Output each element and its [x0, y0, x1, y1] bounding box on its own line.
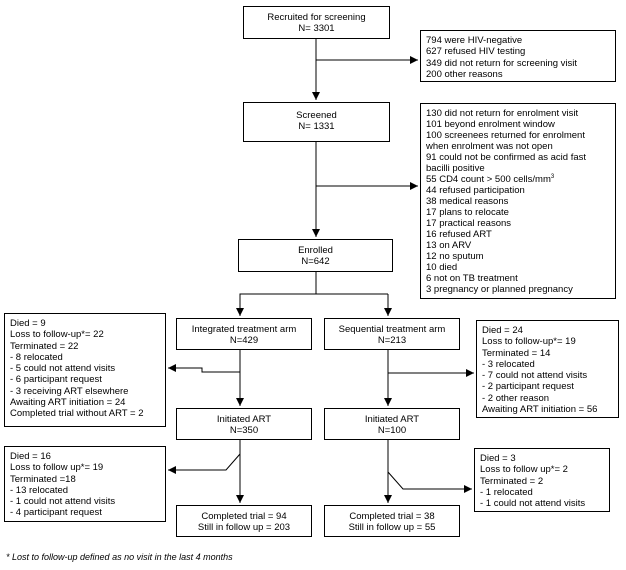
outcome-item: Loss to follow up*= 2 [480, 464, 568, 476]
sequential-arm-count: N=213 [377, 335, 407, 347]
sequential-pre-art-outcomes-box: Died = 24 Loss to follow-up*= 19 Termina… [476, 320, 619, 418]
recruited-box: Recruited for screening N= 3301 [243, 6, 390, 39]
screened-count: N= 1331 [298, 121, 335, 133]
arrow-sequential-post-art [387, 471, 472, 493]
exclusion-item: 13 on ARV [426, 240, 472, 251]
outcome-item: - 1 could not attend visits [10, 496, 116, 508]
outcome-item: - 1 relocated [480, 486, 533, 498]
recruited-label: Recruited for screening [267, 12, 366, 23]
exclusion-item: 44 refused participation [426, 185, 525, 196]
outcome-item: Awaiting ART initiation = 24 [10, 397, 126, 409]
outcome-item: Died = 24 [482, 325, 523, 336]
exclusion-item: 91 could not be confirmed as acid fast [426, 152, 587, 163]
outcome-item: - 6 participant request [10, 374, 102, 386]
sequential-art-box: Initiated ART N=100 [324, 408, 460, 440]
outcome-item: Awaiting ART initiation = 56 [482, 404, 598, 416]
exclusion-item: 6 not on TB treatment [426, 273, 518, 284]
outcome-item: Died = 16 [10, 451, 51, 462]
arrow-integrated-pre-art [168, 364, 240, 373]
sequential-final-box: Completed trial = 38 Still in follow up … [324, 505, 460, 537]
integrated-final-box: Completed trial = 94 Still in follow up … [176, 505, 312, 537]
sequential-completed: Completed trial = 38 [349, 511, 435, 522]
outcome-item: Died = 9 [10, 318, 46, 329]
outcome-item: Completed trial without ART = 2 [10, 408, 144, 420]
exclusion-item: 38 medical reasons [426, 196, 509, 207]
outcome-item: - 3 receiving ART elsewhere [10, 385, 129, 397]
exclusion-item: 17 plans to relocate [426, 207, 509, 218]
exclusion-item: 12 no sputum [426, 251, 484, 262]
recruited-count: N= 3301 [298, 23, 335, 35]
screen-exclusions-box: 130 did not return for enrolment visit 1… [420, 103, 616, 299]
enrolled-count: N=642 [301, 256, 330, 268]
integrated-arm-count: N=429 [229, 335, 259, 347]
exclusion-item: 794 were HIV-negative [426, 35, 523, 46]
screened-label: Screened [296, 110, 337, 121]
exclusion-item: 200 other reasons [426, 69, 503, 81]
exclusion-item: bacilli positive [426, 163, 485, 174]
exclusion-item: 627 refused HIV testing [426, 46, 526, 58]
integrated-post-art-outcomes-box: Died = 16 Loss to follow up*= 19 Termina… [4, 446, 166, 522]
exclusion-item: 17 practical reasons [426, 218, 512, 229]
sequential-art-count: N=100 [377, 425, 407, 437]
sequential-arm-label: Sequential treatment arm [338, 324, 446, 335]
outcome-item: - 2 other reason [482, 392, 550, 404]
integrated-follow-up: Still in follow up = 203 [197, 522, 291, 534]
footnote: * Lost to follow-up defined as no visit … [6, 552, 233, 562]
outcome-item: Loss to follow-up*= 22 [10, 329, 104, 341]
sequential-art-label: Initiated ART [364, 414, 420, 425]
outcome-item: - 2 participant request [482, 381, 574, 393]
integrated-art-count: N=350 [229, 425, 259, 437]
sequential-follow-up: Still in follow up = 55 [348, 522, 436, 534]
outcome-item: Terminated = 14 [482, 347, 551, 359]
exclusion-item: 16 refused ART [426, 229, 492, 240]
integrated-arm-box: Integrated treatment arm N=429 [176, 318, 312, 350]
exclusion-item: when enrolment was not open [426, 141, 553, 152]
exclusion-item: 349 did not return for screening visit [426, 57, 578, 69]
arrow-split-branch [239, 272, 317, 310]
cd4-superscript: 3 [550, 173, 555, 180]
outcome-item: Terminated = 2 [480, 475, 544, 487]
recruit-exclusions-box: 794 were HIV-negative 627 refused HIV te… [420, 30, 616, 82]
outcome-item: Terminated = 22 [10, 340, 79, 352]
integrated-art-label: Initiated ART [216, 414, 272, 425]
exclusion-item: 101 beyond enrolment window [426, 119, 555, 130]
exclusion-item: 10 died [426, 262, 458, 273]
outcome-item: - 13 relocated [10, 484, 69, 496]
integrated-art-box: Initiated ART N=350 [176, 408, 312, 440]
outcome-item: - 7 could not attend visits [482, 370, 588, 382]
arrow-integrated-post-art [168, 453, 241, 474]
outcome-item: Terminated =18 [10, 473, 76, 485]
integrated-completed: Completed trial = 94 [201, 511, 287, 522]
outcome-item: - 1 could not attend visits [480, 498, 586, 510]
outcome-item: - 8 relocated [10, 351, 63, 363]
exclusion-item: 100 screenees returned for enrolment [426, 130, 585, 141]
outcome-item: Loss to follow-up*= 19 [482, 336, 576, 348]
enrolled-label: Enrolled [298, 245, 333, 256]
screened-box: Screened N= 1331 [243, 102, 390, 142]
exclusion-item: 130 did not return for enrolment visit [426, 108, 579, 119]
exclusion-item: 3 pregnancy or planned pregnancy [426, 284, 573, 295]
outcome-item: - 3 relocated [482, 358, 535, 370]
sequential-arm-box: Sequential treatment arm N=213 [324, 318, 460, 350]
integrated-arm-label: Integrated treatment arm [191, 324, 297, 335]
outcome-item: - 4 participant request [10, 507, 102, 519]
outcome-item: Died = 3 [480, 453, 516, 464]
enrolled-box: Enrolled N=642 [238, 239, 393, 272]
exclusion-item-cd4: 55 CD4 count > 500 cells/mm3 [426, 174, 615, 185]
outcome-item: Loss to follow up*= 19 [10, 462, 104, 474]
cd4-text: 55 CD4 count > 500 cells/mm [426, 174, 551, 185]
sequential-post-art-outcomes-box: Died = 3 Loss to follow up*= 2 Terminate… [474, 448, 610, 512]
integrated-pre-art-outcomes-box: Died = 9 Loss to follow-up*= 22 Terminat… [4, 313, 166, 427]
outcome-item: - 5 could not attend visits [10, 363, 116, 375]
